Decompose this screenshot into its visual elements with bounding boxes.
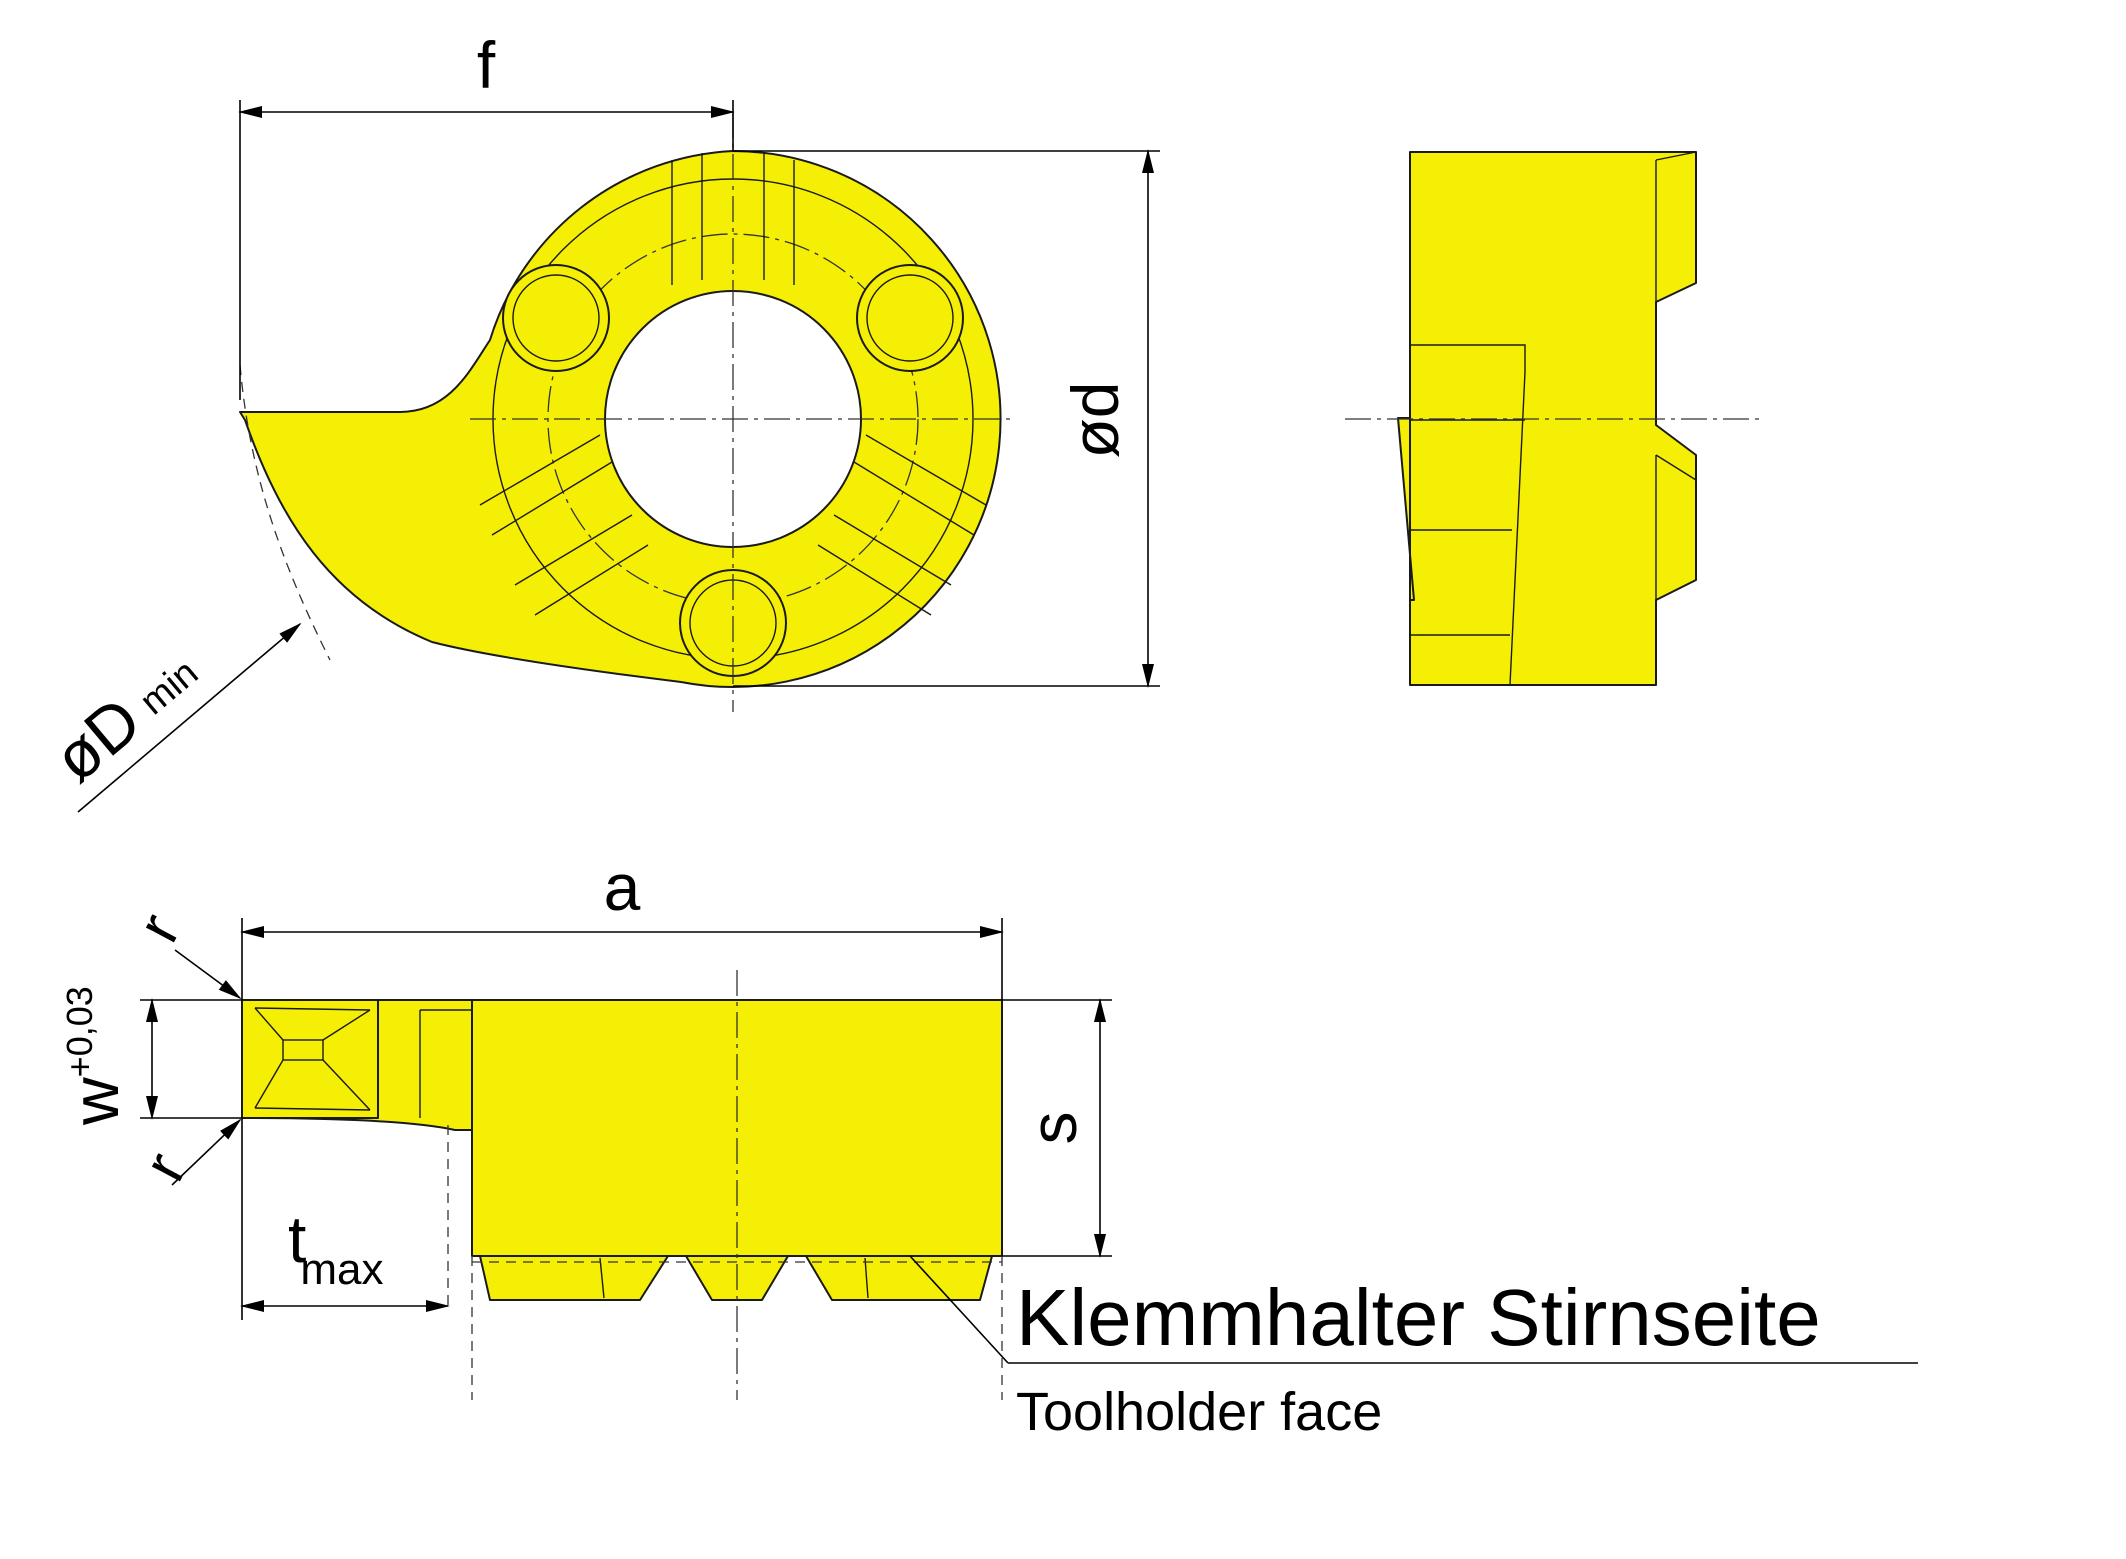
- dimension-r-bottom: r: [130, 1118, 242, 1191]
- label-r-top: r: [124, 903, 193, 952]
- dmin-arc: [239, 364, 331, 661]
- groove-lower-right: [817, 434, 987, 616]
- serration-lines: [599, 1257, 869, 1299]
- label-w: w+0,03: [58, 986, 132, 1126]
- front-view: [241, 970, 1003, 1400]
- side-chamfer-upper: [1655, 151, 1697, 302]
- toolholder-callout: Klemmhalter Stirnseite Toolholder face: [909, 1255, 1918, 1442]
- side-chamfer-lower: [1655, 454, 1697, 600]
- groove-lower-left: [479, 434, 649, 616]
- screw-hole-left: [502, 264, 610, 372]
- dimension-w: w+0,03: [58, 986, 242, 1126]
- screw-hole-right: [856, 264, 964, 372]
- groove-top: [671, 153, 795, 285]
- label-s: s: [1016, 1112, 1090, 1145]
- dimension-dmin: øDmin: [39, 622, 302, 813]
- side-view: [1345, 151, 1760, 686]
- label-tmax: tmax: [288, 1202, 383, 1294]
- callout-english: Toolholder face: [1016, 1382, 1382, 1442]
- label-r-bottom: r: [130, 1142, 199, 1191]
- callout-german: Klemmhalter Stirnseite: [1016, 1273, 1821, 1362]
- dimension-r-top: r: [124, 903, 242, 1000]
- dimension-a: a: [240, 850, 1004, 1000]
- side-nose: [1397, 417, 1415, 601]
- cutting-head: [241, 999, 379, 1119]
- dimension-s: s: [1002, 998, 1112, 1258]
- dimension-d: ød: [733, 149, 1160, 688]
- dimension-tmax: tmax: [240, 1118, 450, 1320]
- dimension-f: f: [238, 28, 735, 400]
- insert-body-side: [1409, 151, 1697, 686]
- nose-shoulder-line: [240, 339, 491, 413]
- cutting-head-facets: [254, 1007, 371, 1111]
- side-cutting-edge: [1410, 344, 1526, 686]
- label-f: f: [477, 28, 496, 102]
- label-a: a: [604, 850, 641, 924]
- label-d: ød: [1058, 381, 1132, 458]
- top-view: [239, 112, 1010, 712]
- serration-teeth: [479, 1255, 993, 1301]
